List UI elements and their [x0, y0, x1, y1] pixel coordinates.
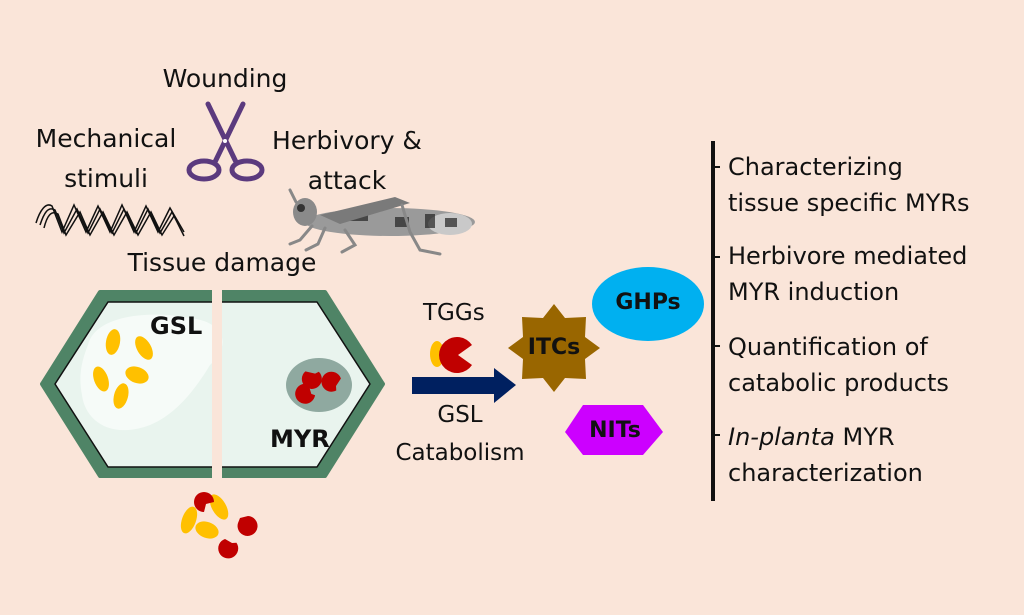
- aim-3-line-1: Quantification of: [728, 333, 928, 361]
- herbivory-label-1: Herbivory &: [272, 126, 422, 155]
- aim-4-line-2: characterization: [728, 459, 923, 487]
- aim-4-rest: MYR: [834, 423, 895, 451]
- aim-tick-3: [712, 345, 720, 347]
- gsl-molecules: [93, 329, 153, 409]
- aim-2-line-1: Herbivore mediated: [728, 242, 968, 270]
- catabolism-arrow: [412, 368, 516, 403]
- aim-item-3: Quantification of catabolic products: [728, 332, 949, 398]
- tissue-damage-label: Tissue damage: [127, 248, 317, 277]
- product-ghps-label: GHPs: [615, 290, 681, 315]
- gsl-catabolism-label-1: GSL: [437, 402, 483, 428]
- product-nits-label: NITs: [589, 418, 641, 443]
- aim-1-line-1: Characterizing: [728, 153, 903, 181]
- herbivory-label-2: attack: [307, 166, 387, 195]
- released-molecules: [180, 492, 258, 559]
- mechanical-stimuli-label-1: Mechanical: [35, 124, 177, 153]
- aim-tick-2: [712, 256, 720, 258]
- itcs-shape: [508, 304, 600, 392]
- gsl-catabolism-label-2: Catabolism: [395, 440, 525, 466]
- plant-cell: [40, 285, 385, 515]
- ghps-shape: [592, 267, 704, 341]
- tggs-label: TGGs: [423, 300, 485, 326]
- aim-item-1: Characterizing tissue specific MYRs: [728, 152, 970, 218]
- tgg-enzyme-icon: [430, 336, 472, 373]
- tissue-damage-gap: [212, 285, 222, 515]
- product-itcs-label: ITCs: [527, 335, 581, 360]
- aim-tick-1: [712, 166, 720, 168]
- grasshopper-icon: [288, 188, 475, 256]
- aim-1-line-2: tissue specific MYRs: [728, 189, 970, 217]
- cell-myr-label: MYR: [270, 425, 330, 453]
- cell-gsl-label: GSL: [150, 312, 203, 340]
- aim-item-2: Herbivore mediated MYR induction: [728, 241, 967, 307]
- mechanical-stimuli-label-2: stimuli: [64, 164, 148, 193]
- wounding-label: Wounding: [162, 64, 288, 93]
- myr-enzymes: [295, 371, 341, 404]
- aim-2-line-2: MYR induction: [728, 278, 900, 306]
- aim-4-line-1: In-planta MYR: [728, 422, 923, 452]
- aim-item-4: In-planta MYR characterization: [728, 422, 923, 488]
- aim-tick-4: [712, 434, 720, 436]
- scissors-icon: [186, 101, 265, 182]
- scissors-pivot: [223, 139, 227, 143]
- zigzag-spring-icon: [35, 203, 185, 237]
- aim-3-line-2: catabolic products: [728, 369, 949, 397]
- aim-4-italic: In-planta: [728, 423, 835, 451]
- nits-shape: [565, 405, 663, 455]
